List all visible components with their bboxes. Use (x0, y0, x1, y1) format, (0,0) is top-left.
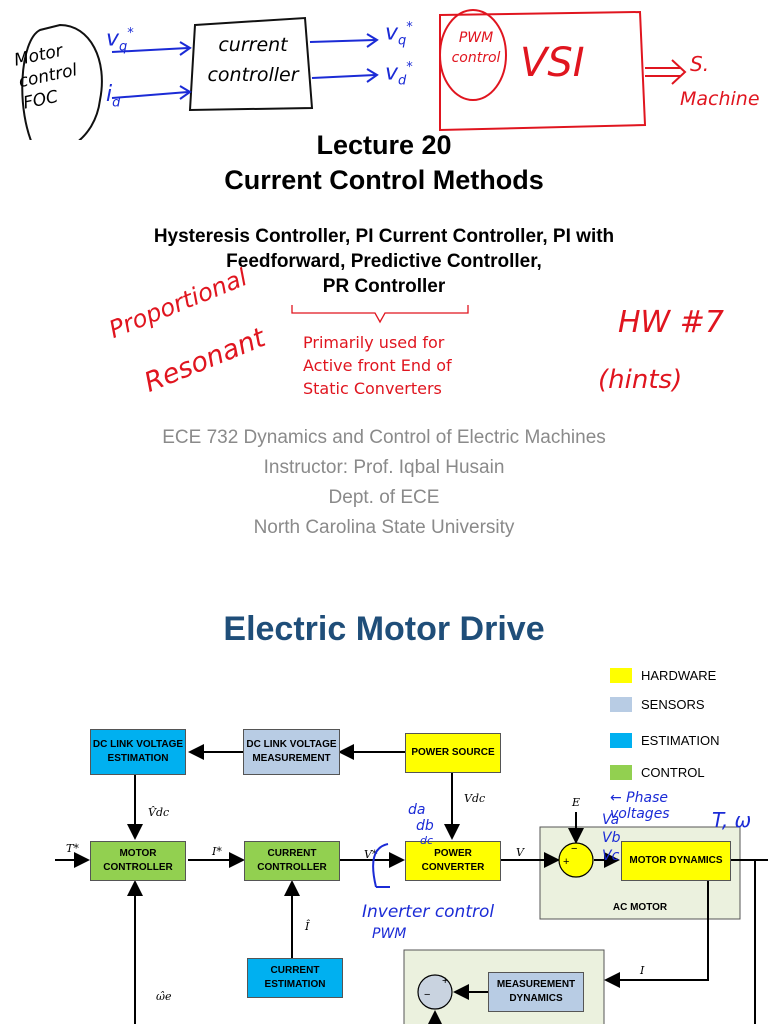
arrow-vd-in (111, 91, 189, 99)
annotation-primarily-3: Static Converters (303, 379, 442, 398)
summing-junction-motor (558, 842, 594, 878)
arrow-vq-in (111, 47, 189, 53)
foc-loop (21, 23, 103, 140)
signal-omega-hat: ω̂e (156, 990, 172, 1003)
legend-estimation: ESTIMATION (641, 733, 720, 748)
annotation-dc: dc (420, 834, 434, 847)
annotation-hints: (hints) (598, 365, 683, 395)
annotation-inverter: Inverter control (362, 902, 495, 922)
brace (291, 305, 469, 324)
lecture-number: Lecture 20 (316, 130, 452, 160)
annotation-vsi: VSI (520, 40, 585, 86)
annotation-machine: Machine (680, 88, 760, 110)
signal-vdc-hat: V̂dc (148, 806, 170, 819)
instructor: Instructor: Prof. Iqbal Husain (263, 457, 505, 478)
legend-swatch-hardware (610, 668, 632, 683)
department: Dept. of ECE (328, 487, 440, 508)
annotation-db: db (416, 818, 434, 834)
block-current-estimation: CURRENT ESTIMATION (247, 958, 343, 998)
summing-junction-measure (417, 974, 453, 1010)
signal-i: I (640, 964, 645, 977)
legend-swatch-control (610, 765, 632, 780)
legend-hardware: HARDWARE (641, 668, 717, 683)
arrowhead (366, 33, 379, 48)
course-name: ECE 732 Dynamics and Control of Electric… (162, 427, 606, 448)
block-motor-dynamics: MOTOR DYNAMICS (621, 841, 731, 881)
arrowhead (179, 41, 192, 56)
arrowhead (179, 85, 192, 100)
annotation-da: da (408, 802, 426, 818)
block-dc-link-measurement: DC LINK VOLTAGE MEASUREMENT (243, 729, 340, 775)
block-power-source: POWER SOURCE (405, 733, 501, 773)
handwritten-diagram (21, 9, 687, 140)
annotation-pwm: PWM control (451, 30, 501, 66)
hand-bracket (372, 843, 390, 888)
annotation-vq-out: vq* (385, 20, 413, 49)
signal-t-star: T* (66, 842, 79, 855)
annotation-primarily-2: Active front End of (303, 356, 452, 375)
annotation-pwm: PWM (372, 926, 407, 942)
annotation-s: S. (690, 52, 710, 76)
signal-vdc: Vdc (464, 792, 486, 805)
lecture-title: Current Control Methods (224, 165, 544, 195)
slide-2: Electric Motor Drive HARDWARE SENSORS ES… (0, 580, 768, 1024)
legend-swatch-sensors (610, 697, 632, 712)
block-power-converter: POWER CONVERTER (405, 841, 501, 881)
block-measurement-dynamics: MEASUREMENT DYNAMICS (488, 972, 584, 1012)
annotation-hw: HW #7 (618, 305, 724, 340)
block-dc-link-estimation: DC LINK VOLTAGE ESTIMATION (90, 729, 186, 775)
block-motor-controller: MOTOR CONTROLLER (90, 841, 186, 881)
legend-control: CONTROL (641, 765, 705, 780)
annotation-vb: Vb (602, 830, 621, 846)
annotation-current-controller: current controller (207, 34, 299, 86)
annotation-primarily-1: Primarily used for (303, 333, 445, 352)
signal-v: V (516, 846, 524, 859)
block-current-controller: CURRENT CONTROLLER (244, 841, 340, 881)
signal-e: E (572, 796, 581, 809)
subtitle-line-2: Feedforward, Predictive Controller, (226, 251, 542, 272)
annotation-resonant: Resonant (140, 322, 270, 399)
svg-text:+: + (442, 975, 448, 987)
label-ac-motor: AC MOTOR (612, 902, 668, 913)
signal-i-star: I* (212, 845, 222, 858)
subtitle-line-3: PR Controller (322, 276, 446, 297)
slide-1: Motor control FOC current controller vq*… (12, 9, 760, 538)
annotation-vd-in: id (106, 82, 121, 111)
annotation-va: Va (602, 812, 620, 828)
svg-text:−: − (424, 989, 430, 1001)
arrow-vq-out (309, 39, 376, 43)
svg-text:−: − (571, 843, 577, 855)
svg-text:+: + (563, 856, 569, 868)
arrow-vd-out (311, 74, 376, 79)
arrowhead (366, 68, 379, 83)
annotation-vd-out: vd* (385, 60, 413, 89)
arrow-machine (645, 59, 687, 85)
current-controller-box (188, 16, 314, 112)
slide-2-title: Electric Motor Drive (223, 610, 545, 648)
annotation-vq-in: vq* (106, 26, 134, 55)
university: North Carolina State University (253, 517, 515, 538)
legend-sensors: SENSORS (641, 697, 705, 712)
annotation-vc: Vc (602, 848, 620, 864)
annotation-t-omega: T, ω (712, 808, 752, 832)
annotation-phase: ← Phase voltages (610, 790, 670, 822)
vsi-box (439, 10, 647, 132)
signal-i-hat: Î (305, 920, 310, 933)
legend-swatch-estimation (610, 733, 632, 748)
subtitle-line-1: Hysteresis Controller, PI Current Contro… (153, 226, 615, 247)
